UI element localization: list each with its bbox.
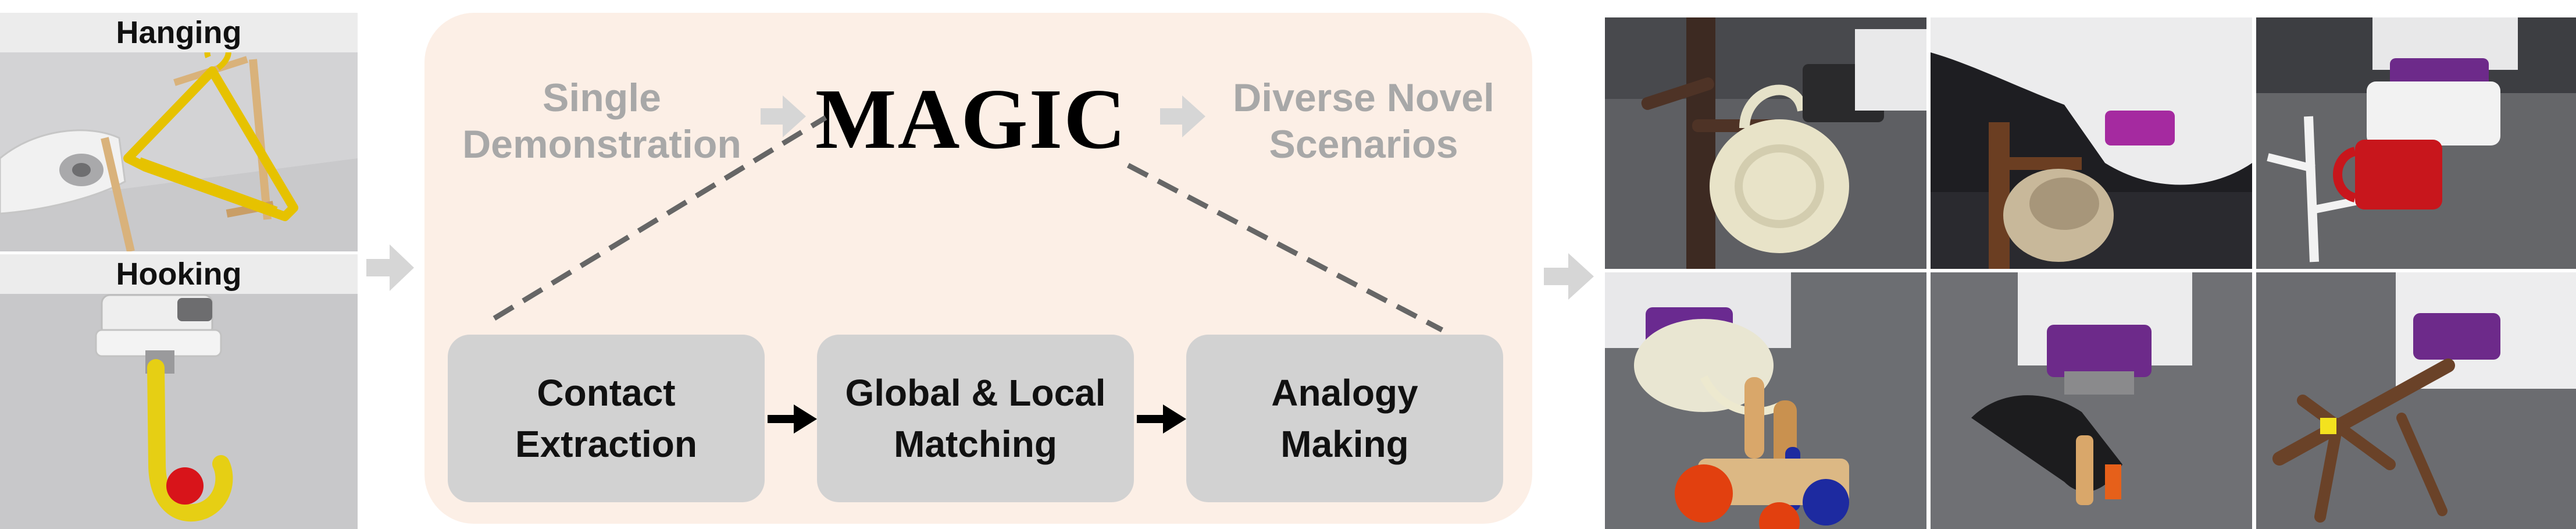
result-photo-red-mug xyxy=(2256,17,2576,269)
input-arrow-icon xyxy=(761,95,806,137)
diverse-novel-scenarios-label: Diverse Novel Scenarios xyxy=(1204,74,1524,168)
result-photo-clamp xyxy=(1931,272,2252,529)
hanging-sim-scene xyxy=(0,13,358,251)
step-arrow-icon xyxy=(768,404,817,434)
result-photo-mug-hanging xyxy=(1605,17,1926,269)
arrow-to-results-icon xyxy=(1544,253,1594,300)
single-demonstration-label: Single Demonstration xyxy=(445,74,759,168)
hooking-sim-scene xyxy=(0,254,358,529)
step-label: Global & Local Matching xyxy=(845,372,1106,465)
arrow-to-pipeline-icon xyxy=(366,244,414,291)
dashed-connectors xyxy=(493,115,1444,332)
step-label: Contact Extraction xyxy=(515,372,697,465)
hanging-label: Hanging xyxy=(0,13,358,52)
hanging-sim-panel: Hanging xyxy=(0,13,358,251)
output-label-text: Diverse Novel Scenarios xyxy=(1233,76,1494,166)
step-label: Analogy Making xyxy=(1271,372,1418,465)
output-arrow-icon xyxy=(1160,95,1205,137)
result-photo-sticks xyxy=(2256,272,2576,529)
result-photo-toy-car xyxy=(1605,272,1926,529)
step-contact-extraction: Contact Extraction xyxy=(448,335,765,502)
input-label-text: Single Demonstration xyxy=(462,76,741,166)
magic-title: MAGIC xyxy=(815,72,1128,167)
result-photo-cup-hanging xyxy=(1931,17,2252,269)
hooking-label: Hooking xyxy=(0,254,358,294)
step-arrow-icon xyxy=(1137,404,1186,434)
step-analogy-making: Analogy Making xyxy=(1186,335,1503,502)
step-global-local-matching: Global & Local Matching xyxy=(817,335,1134,502)
hooking-sim-panel: Hooking xyxy=(0,254,358,529)
